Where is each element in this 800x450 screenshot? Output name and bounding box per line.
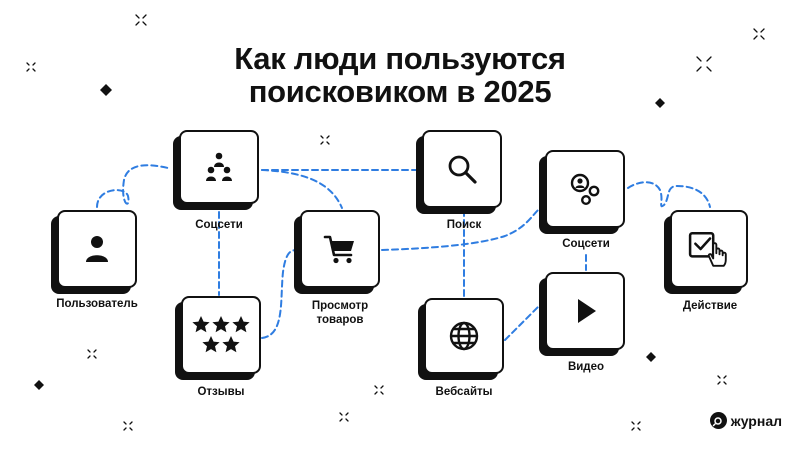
node-websites [418,298,504,380]
label-browse: Просмотр товаров [290,299,390,327]
diamond-icon [34,380,44,390]
diamond-icon [100,84,112,96]
connector-websites-video [504,304,541,341]
node-video [539,272,625,356]
checkbox-click-icon [688,231,727,267]
brand-logo-text: журнал [730,412,782,429]
label-social-1: Соцсети [195,219,243,231]
magnifier-icon [448,155,477,184]
connector-user-social [96,164,169,208]
node-social-1 [173,130,259,210]
connector-social2-action [627,181,711,208]
node-search [416,130,502,214]
sparkle-icon [696,56,712,72]
label-video: Видео [567,361,605,373]
shopping-cart-icon [323,235,354,264]
sparkle-icon [631,421,641,431]
label-action: Действие [682,300,738,312]
sparkle-icon [753,28,765,40]
connector-reviews-browse [261,249,299,339]
label-search: Поиск [446,219,482,231]
user-icon [86,236,108,262]
sparkle-icon [320,135,330,145]
title-line-2: поисковиком в 2025 [248,74,552,109]
label-websites: Вебсайты [435,386,493,398]
node-browse [294,210,380,294]
node-user [51,210,137,294]
node-reviews [175,296,261,380]
label-browse-line-1: Просмотр [311,300,369,312]
connector-browse-social2 [381,207,541,251]
brand-logo-icon [709,412,727,429]
diamond-icon [646,352,656,362]
label-user: Пользователь [56,298,138,310]
people-group-icon [206,152,232,181]
node-social-2 [539,150,625,234]
sparkle-icon [374,385,384,395]
diamond-icon [655,98,665,108]
sparkle-icon [123,421,133,431]
globe-icon [449,321,479,351]
label-reviews: Отзывы [197,386,245,398]
sparkle-icon [135,14,147,26]
stars-icon [192,316,250,353]
social-network-icon [570,173,600,206]
play-icon [578,299,596,323]
sparkle-icon [717,375,727,385]
connector-social-browse [261,169,343,209]
sparkle-icon [26,62,36,72]
sparkle-icon [87,349,97,359]
page-title: Как люди пользуются поисковиком в 2025 [0,42,800,108]
brand-logo: журнал [709,412,782,429]
sparkle-icon [339,412,349,422]
title-line-1: Как люди пользуются [234,41,566,76]
node-action [664,210,748,294]
label-social-2: Соцсети [562,238,610,250]
label-browse-line-2: товаров [316,314,364,326]
